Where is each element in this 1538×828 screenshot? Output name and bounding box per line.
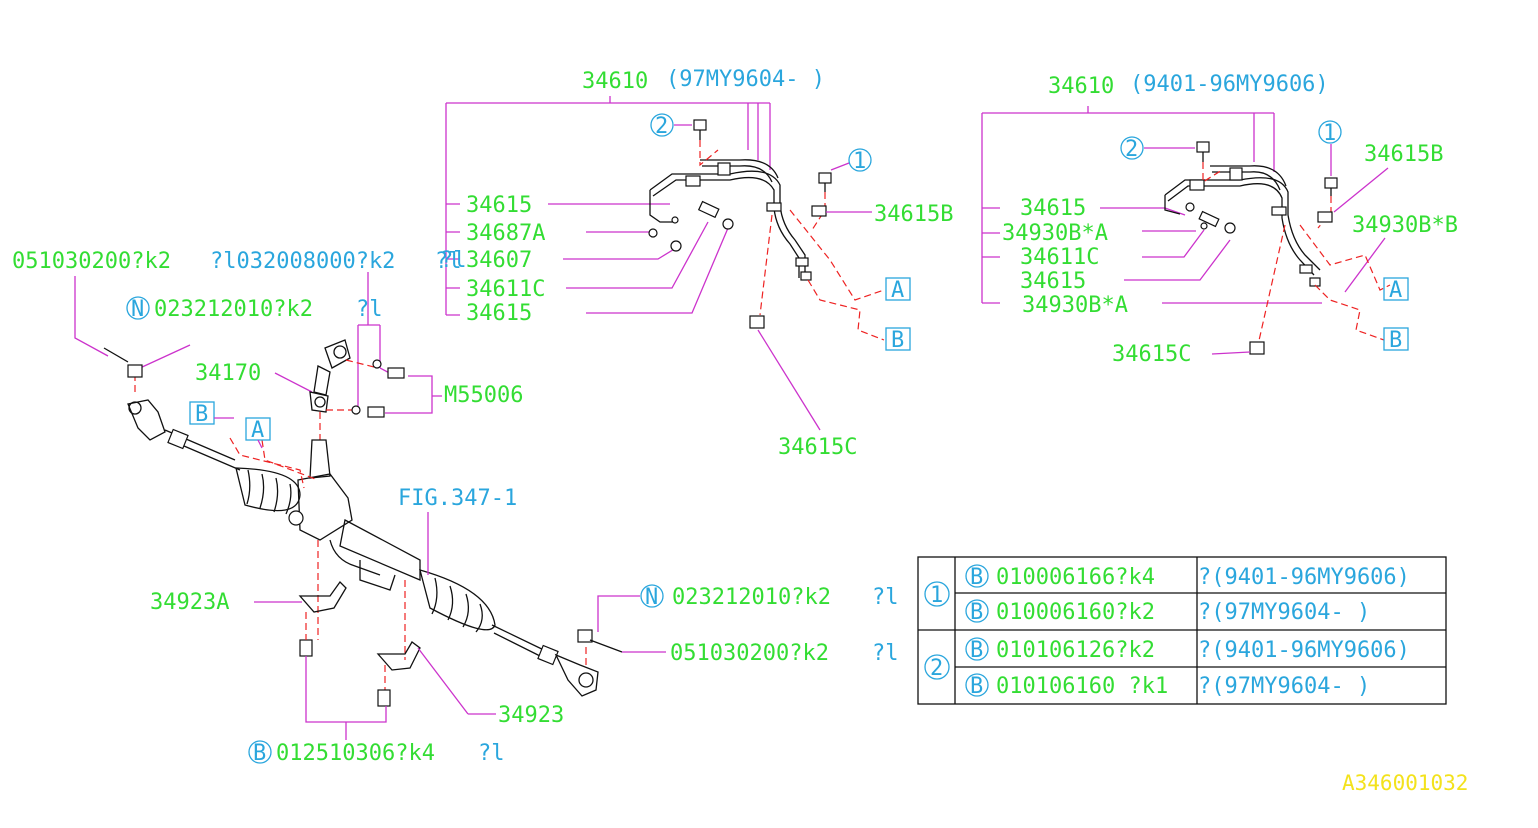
label-34611C-b: 34611C bbox=[1020, 245, 1099, 270]
label-34615-a: 34615 bbox=[466, 193, 532, 218]
bracket-callouts: 34923A 34923 B 012510306?k4 ?l bbox=[150, 580, 564, 766]
label-34615C-a: 34615C bbox=[778, 435, 857, 460]
marker-b-bottom: B bbox=[253, 741, 266, 766]
table-row-2-code: 010006160?k2 bbox=[996, 600, 1155, 625]
u-joint-assembly bbox=[309, 339, 405, 440]
label-34611C-a: 34611C bbox=[466, 277, 545, 302]
group-9401-range: (9401-96MY9606) bbox=[1130, 72, 1329, 97]
table-group-1: 1 bbox=[930, 583, 943, 608]
marker-B-body: B bbox=[195, 402, 208, 427]
label-b-bottom-code: 012510306?k4 bbox=[276, 741, 435, 766]
steering-gear-body bbox=[103, 347, 623, 697]
label-n-top-note: ?l bbox=[356, 297, 383, 322]
label-bolt-right-note: ?l bbox=[872, 641, 899, 666]
label-fig-reference: FIG.347-1 bbox=[398, 486, 517, 511]
label-bolt-top-left: 051030200?k2 bbox=[12, 249, 171, 274]
bolt-spec-table: 1 2 B 010006166?k4 ?(9401-96MY9606) B 01… bbox=[917, 556, 1447, 705]
marker-1-top-a: 1 bbox=[853, 149, 866, 174]
marker-A-top: A bbox=[891, 278, 904, 303]
label-34607: 34607 bbox=[466, 248, 532, 273]
label-n-top-code: 023212010?k2 bbox=[154, 297, 313, 322]
table-row-4-range: ?(97MY9604- ) bbox=[1198, 674, 1370, 699]
group-97my-range: (97MY9604- ) bbox=[666, 67, 825, 92]
marker-2-top-a: 2 bbox=[655, 114, 668, 139]
label-34930BA-a: 34930B*A bbox=[1002, 221, 1108, 246]
marker-n-top: N bbox=[131, 297, 144, 322]
table-row-1-marker: B bbox=[970, 565, 983, 590]
table-row-4-code: 010106160 ?k1 bbox=[996, 674, 1168, 699]
label-bolt-right: 051030200?k2 bbox=[670, 641, 829, 666]
marker-A-right: A bbox=[1389, 278, 1402, 303]
label-34930BB: 34930B*B bbox=[1352, 213, 1458, 238]
label-M55006: M55006 bbox=[444, 383, 523, 408]
table-row-1-range: ?(9401-96MY9606) bbox=[1198, 565, 1410, 590]
marker-1-top-b: 1 bbox=[1323, 121, 1336, 146]
label-34615B-a: 34615B bbox=[874, 202, 953, 227]
marker-2-top-b: 2 bbox=[1125, 137, 1138, 162]
table-row-2-range: ?(97MY9604- ) bbox=[1198, 600, 1370, 625]
marker-B-right: B bbox=[1389, 328, 1402, 353]
label-34923: 34923 bbox=[498, 703, 564, 728]
label-34170: 34170 bbox=[195, 361, 261, 386]
marker-A-body: A bbox=[251, 418, 264, 443]
label-34615C-b: 34615C bbox=[1112, 342, 1191, 367]
table-row-3-marker: B bbox=[970, 638, 983, 663]
label-34615B-b: 34615B bbox=[1364, 142, 1443, 167]
table-row-4-marker: B bbox=[970, 674, 983, 699]
label-34615-d: 34615 bbox=[1020, 269, 1086, 294]
label-nut-top-note: ?l bbox=[435, 249, 462, 274]
label-n-right-code: 023212010?k2 bbox=[672, 585, 831, 610]
diagram-reference-code: A346001032 bbox=[1342, 771, 1468, 795]
label-34615-c: 34615 bbox=[1020, 196, 1086, 221]
label-nut-top: ?l032008000?k2 bbox=[210, 249, 395, 274]
table-row-3-code: 010106126?k2 bbox=[996, 638, 1155, 663]
left-top-callouts: 051030200?k2 ?l032008000?k2 ?l N 0232120… bbox=[12, 249, 523, 414]
group-9401-part-number: 34610 bbox=[1048, 74, 1114, 99]
table-row-3-range: ?(9401-96MY9606) bbox=[1198, 638, 1410, 663]
group-97my-part-number: 34610 bbox=[582, 69, 648, 94]
label-34930BA-b: 34930B*A bbox=[1022, 293, 1128, 318]
label-34615-b: 34615 bbox=[466, 301, 532, 326]
label-34687A: 34687A bbox=[466, 221, 545, 246]
body-markers: B A bbox=[189, 401, 271, 449]
label-34923A: 34923A bbox=[150, 590, 229, 615]
hose-group-9401: 34610 (9401-96MY9606) 34615 34930B*A 346… bbox=[981, 72, 1458, 367]
marker-n-right: N bbox=[645, 585, 658, 610]
table-row-2-marker: B bbox=[970, 600, 983, 625]
label-b-bottom-note: ?l bbox=[478, 741, 505, 766]
hose-group-97my: 34610 (97MY9604- ) 34615 34687A ?l 34607… bbox=[440, 67, 953, 460]
table-row-1-code: 010006166?k4 bbox=[996, 565, 1155, 590]
marker-B-top: B bbox=[891, 328, 904, 353]
label-34607-note: ?l bbox=[440, 248, 467, 273]
table-group-2: 2 bbox=[930, 656, 943, 681]
right-tie-rod-callouts: N 023212010?k2 ?l 051030200?k2 ?l bbox=[597, 584, 899, 666]
label-n-right-note: ?l bbox=[872, 585, 899, 610]
